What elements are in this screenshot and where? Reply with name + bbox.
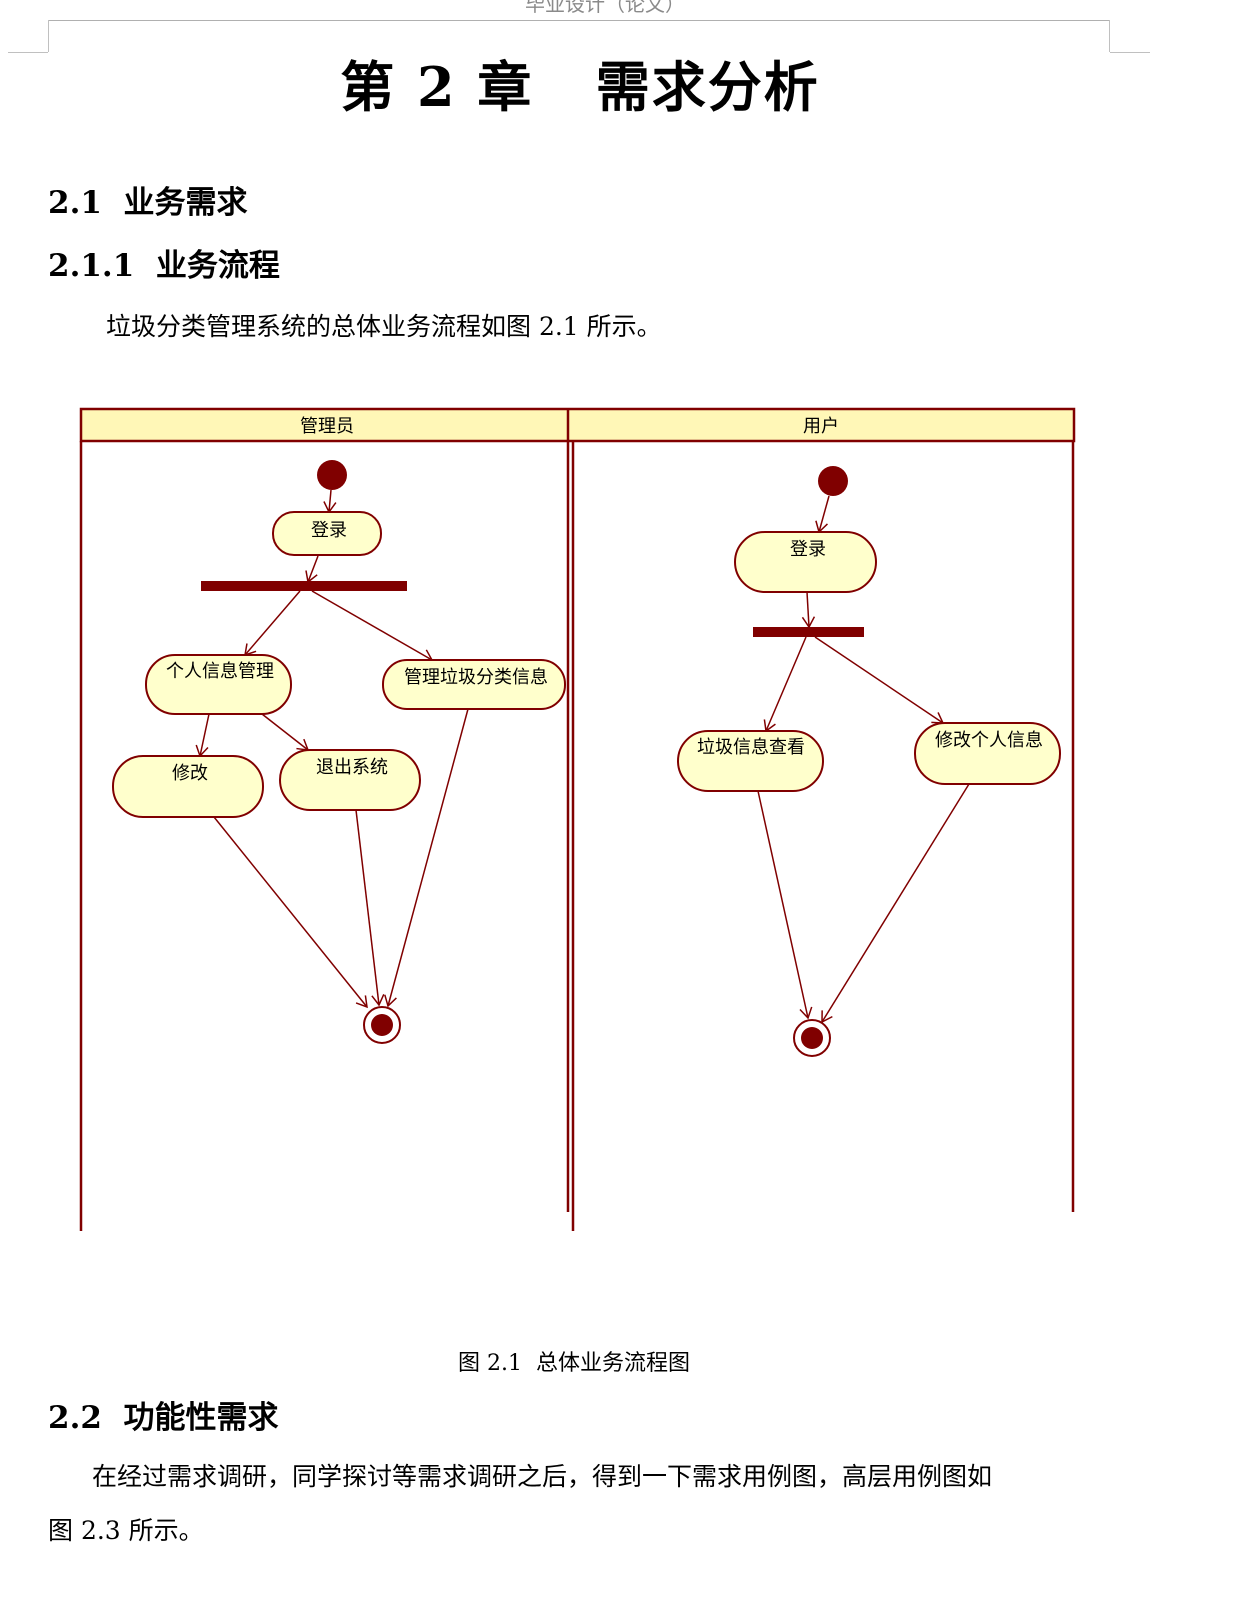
user-flow-fork-modify	[814, 636, 945, 724]
user-flow-login-fork	[801, 591, 816, 629]
admin-final-node	[371, 1014, 393, 1036]
swimlane-borders	[79, 441, 1075, 1231]
header-corner-left	[48, 20, 49, 52]
user-initial-node	[818, 466, 848, 496]
user-activity-login-label: 登录	[790, 539, 826, 560]
user-fork-bar	[753, 627, 864, 637]
admin-flow-personal-exit	[261, 713, 310, 751]
lane-label-user: 用户	[803, 416, 839, 437]
admin-activity-exit	[279, 749, 421, 811]
admin-fork-bar	[201, 581, 407, 591]
admin-flow-fork-personal	[244, 590, 301, 657]
user-activity-view-garbage-label: 垃圾信息查看	[697, 737, 805, 758]
admin-activity-personal-info	[145, 654, 292, 715]
figure-caption: 图 2.1 总体业务流程图	[458, 1351, 690, 1376]
admin-activity-manage-garbage-label: 管理垃圾分类信息	[404, 667, 548, 688]
paragraph-line-1: 在经过需求调研，同学探讨等需求调研之后，得到一下需求用例图，高层用例图如	[92, 1462, 993, 1491]
chapter-title: 第 2 章 需求分析	[340, 55, 820, 119]
admin-initial-node	[317, 460, 347, 490]
lane-label-admin: 管理员	[300, 416, 354, 437]
intro-paragraph: 垃圾分类管理系统的总体业务流程如图 2.1 所示。	[106, 312, 662, 341]
user-final-node	[801, 1027, 823, 1049]
paragraph-line-2: 图 2.3 所示。	[48, 1516, 204, 1545]
user-flow-fork-view	[763, 636, 807, 733]
admin-activity-personal-info-label: 个人信息管理	[166, 661, 274, 682]
user-flow-modify-end	[821, 783, 970, 1024]
admin-flow-fork-manage	[311, 590, 434, 661]
user-activity-view-garbage	[677, 730, 824, 792]
running-header: 毕业设计（论文）	[525, 0, 685, 16]
section-heading-2-1: 2.1 业务需求	[48, 185, 248, 221]
admin-flow-start-login	[323, 489, 337, 514]
admin-flow-exit-end	[355, 809, 385, 1007]
user-activity-modify-info	[914, 722, 1061, 785]
admin-activity-modify	[112, 755, 264, 818]
swimlane-headers	[79, 407, 1076, 443]
admin-flow-manage-end	[384, 708, 469, 1008]
header-rule	[48, 20, 1110, 21]
header-corner-right	[1109, 20, 1110, 52]
header-corner-right-h	[1110, 52, 1150, 53]
user-activity-login	[734, 531, 877, 593]
admin-activity-modify-label: 修改	[172, 763, 208, 784]
header-corner-left-h	[8, 52, 48, 53]
admin-activity-exit-label: 退出系统	[316, 757, 388, 778]
admin-activity-login-label: 登录	[311, 520, 347, 541]
section-heading-2-1-1: 2.1.1 业务流程	[48, 248, 280, 284]
user-flow-start-login	[815, 495, 830, 534]
admin-activity-manage-garbage	[382, 659, 566, 710]
user-flow-view-end	[757, 790, 813, 1020]
admin-flow-personal-modify	[195, 713, 210, 758]
section-heading-2-2: 2.2 功能性需求	[48, 1400, 279, 1436]
admin-flow-modify-end	[213, 816, 368, 1009]
business-flow-diagram: 管理员 用户 登录 个人信息管理 管理垃圾分类信息 修改 退出系统 登录 垃圾信…	[79, 407, 1076, 1231]
admin-flow-login-fork	[305, 555, 319, 584]
admin-activity-login	[272, 511, 382, 556]
user-activity-modify-info-label: 修改个人信息	[935, 730, 1043, 751]
